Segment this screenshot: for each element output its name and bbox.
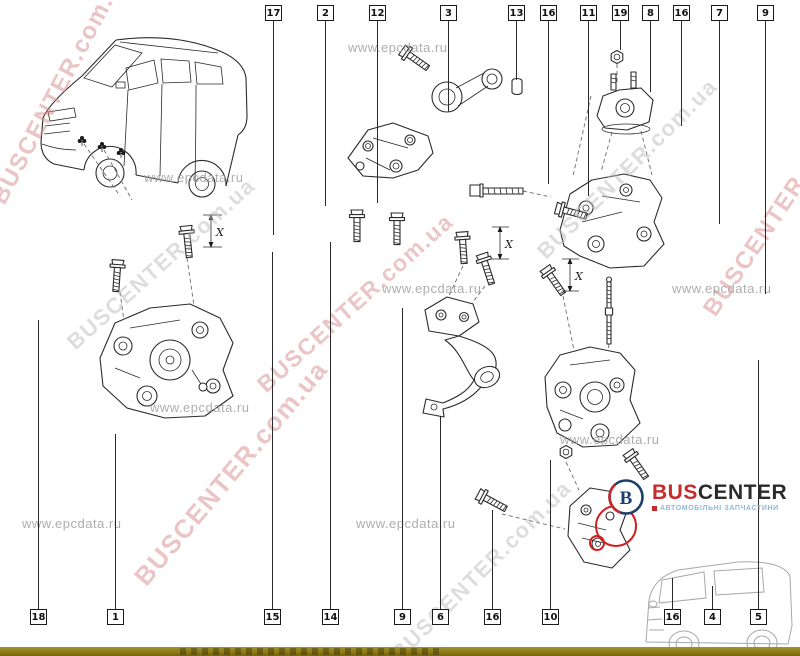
callout-line — [516, 20, 517, 80]
engine-mount-upper — [596, 71, 654, 135]
callout-line — [440, 416, 441, 609]
callout-box-16[interactable]: 16 — [484, 609, 501, 625]
engine-mount-bracket — [559, 173, 665, 269]
gearbox-mount — [99, 303, 234, 419]
logo-text: BUSCENTER АВТОМОБІЛЬНІ ЗАПЧАСТИНИ — [652, 480, 788, 512]
dimension-x: X — [492, 226, 514, 260]
callout-line — [402, 308, 403, 609]
callout-line — [548, 20, 549, 184]
logo-subtitle-text: АВТОМОБІЛЬНІ ЗАПЧАСТИНИ — [660, 504, 779, 512]
logo-brand: BUSCENTER — [652, 480, 788, 504]
callout-box-16[interactable]: 16 — [540, 5, 557, 21]
callout-box-13[interactable]: 13 — [508, 5, 525, 21]
callout-box-16[interactable]: 16 — [664, 609, 681, 625]
callout-line — [273, 20, 274, 235]
callout-box-11[interactable]: 11 — [580, 5, 597, 21]
callout-box-15[interactable]: 15 — [264, 609, 281, 625]
callout-line — [492, 510, 493, 609]
red-square-icon — [652, 505, 657, 511]
callout-line — [588, 20, 589, 196]
callout-box-10[interactable]: 10 — [542, 609, 559, 625]
callout-line — [650, 20, 651, 92]
logo-brand-bus: BUS — [652, 480, 698, 504]
callout-line — [325, 20, 326, 206]
callout-box-17[interactable]: 17 — [265, 5, 282, 21]
buscenter-logo: B BUSCENTER АВТОМОБІЛЬНІ ЗАПЧАСТИНИ — [606, 476, 787, 518]
dimension-label: X — [215, 226, 225, 239]
dimension-x: X — [562, 258, 584, 292]
callout-box-8[interactable]: 8 — [642, 5, 659, 21]
car-illustration — [40, 37, 248, 201]
callout-line — [115, 434, 116, 609]
callout-box-14[interactable]: 14 — [322, 609, 339, 625]
callout-line — [681, 20, 682, 126]
dimension-label: X — [504, 238, 514, 251]
dimension-label: X — [574, 270, 584, 283]
van-illustration — [645, 561, 793, 656]
torque-rod — [397, 43, 523, 113]
callout-line — [765, 20, 766, 294]
callout-box-19[interactable]: 19 — [612, 5, 629, 21]
part-location-marks — [77, 136, 126, 158]
dimension-x: X — [203, 214, 225, 248]
logo-subtitle: АВТОМОБІЛЬНІ ЗАПЧАСТИНИ — [652, 505, 787, 512]
callout-line — [672, 578, 673, 609]
callout-line — [620, 20, 621, 50]
engine-mount-right — [544, 346, 641, 448]
callout-line — [719, 20, 720, 224]
callout-box-18[interactable]: 18 — [30, 609, 47, 625]
callout-box-5[interactable]: 5 — [750, 609, 767, 625]
logo-brand-center: CENTER — [697, 480, 788, 504]
callout-box-2[interactable]: 2 — [317, 5, 334, 21]
callout-line — [758, 360, 759, 609]
callout-box-7[interactable]: 7 — [711, 5, 728, 21]
callout-line — [38, 320, 39, 609]
callout-box-12[interactable]: 12 — [369, 5, 386, 21]
callout-box-9[interactable]: 9 — [757, 5, 774, 21]
buscenter-b-icon: B — [608, 479, 644, 515]
bushing — [511, 77, 523, 96]
callout-line — [377, 20, 378, 203]
callout-line — [272, 252, 273, 609]
callout-line — [448, 20, 449, 112]
callout-line — [550, 460, 551, 609]
logo-initial: B — [620, 488, 633, 509]
callout-box-9[interactable]: 9 — [394, 609, 411, 625]
callout-box-1[interactable]: 1 — [107, 609, 124, 625]
long-bolt — [469, 183, 524, 198]
callout-box-6[interactable]: 6 — [432, 609, 449, 625]
callout-box-4[interactable]: 4 — [704, 609, 721, 625]
callout-line — [330, 242, 331, 609]
callout-box-16[interactable]: 16 — [673, 5, 690, 21]
bottom-bar — [0, 647, 800, 656]
mounting-plate — [347, 122, 434, 179]
callout-box-3[interactable]: 3 — [440, 5, 457, 21]
callout-line — [712, 586, 713, 609]
lower-torque-arm — [422, 296, 501, 418]
